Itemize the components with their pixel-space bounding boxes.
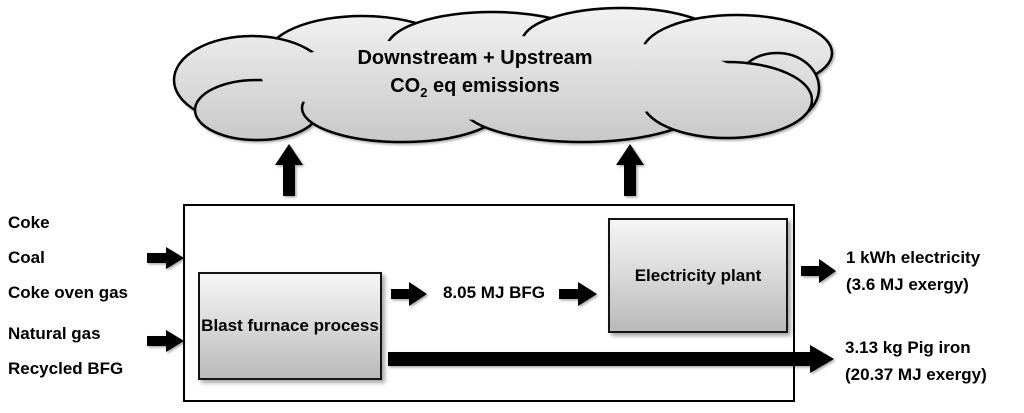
electricity-output-line1: 1 kWh electricity: [846, 248, 981, 267]
emissions-label-line2: CO2 eq emissions: [390, 75, 560, 100]
input-label-natural-gas: Natural gas: [8, 324, 101, 343]
bfg-flow-label: 8.05 MJ BFG: [442, 283, 546, 302]
pig-iron-output-line1: 3.13 kg Pig iron: [845, 338, 971, 357]
input-label-coke-oven-gas: Coke oven gas: [8, 283, 128, 302]
electricity-output-arrow: [801, 259, 836, 283]
pig-iron-output-line2: (20.37 MJ exergy): [845, 365, 987, 384]
emissions-label-line1: Downstream + Upstream: [357, 47, 593, 69]
co2-subscript: 2: [420, 85, 428, 100]
electricity-plant-label: Electricity plant: [634, 265, 762, 285]
input-arrow-coal: [147, 247, 184, 269]
input-label-coal: Coal: [8, 248, 45, 267]
electricity-output-label: 1 kWh electricity (3.6 MJ exergy): [846, 244, 980, 298]
electricity-output-line2: (3.6 MJ exergy): [846, 275, 969, 294]
pig-iron-output-label: 3.13 kg Pig iron (20.37 MJ exergy): [845, 334, 987, 388]
emissions-arrow-right: [616, 144, 644, 196]
electricity-plant-box: Electricity plant: [608, 218, 788, 333]
blast-furnace-box: Blast furnace process: [198, 272, 382, 380]
emissions-arrow-left: [275, 144, 303, 196]
input-arrow-natural-gas: [147, 330, 184, 352]
emissions-cloud-label: Downstream + Upstream CO2 eq emissions: [260, 44, 690, 100]
input-label-recycled-bfg: Recycled BFG: [8, 359, 124, 378]
input-label-coke: Coke: [8, 213, 50, 232]
blast-furnace-label: Blast furnace process: [201, 316, 379, 335]
